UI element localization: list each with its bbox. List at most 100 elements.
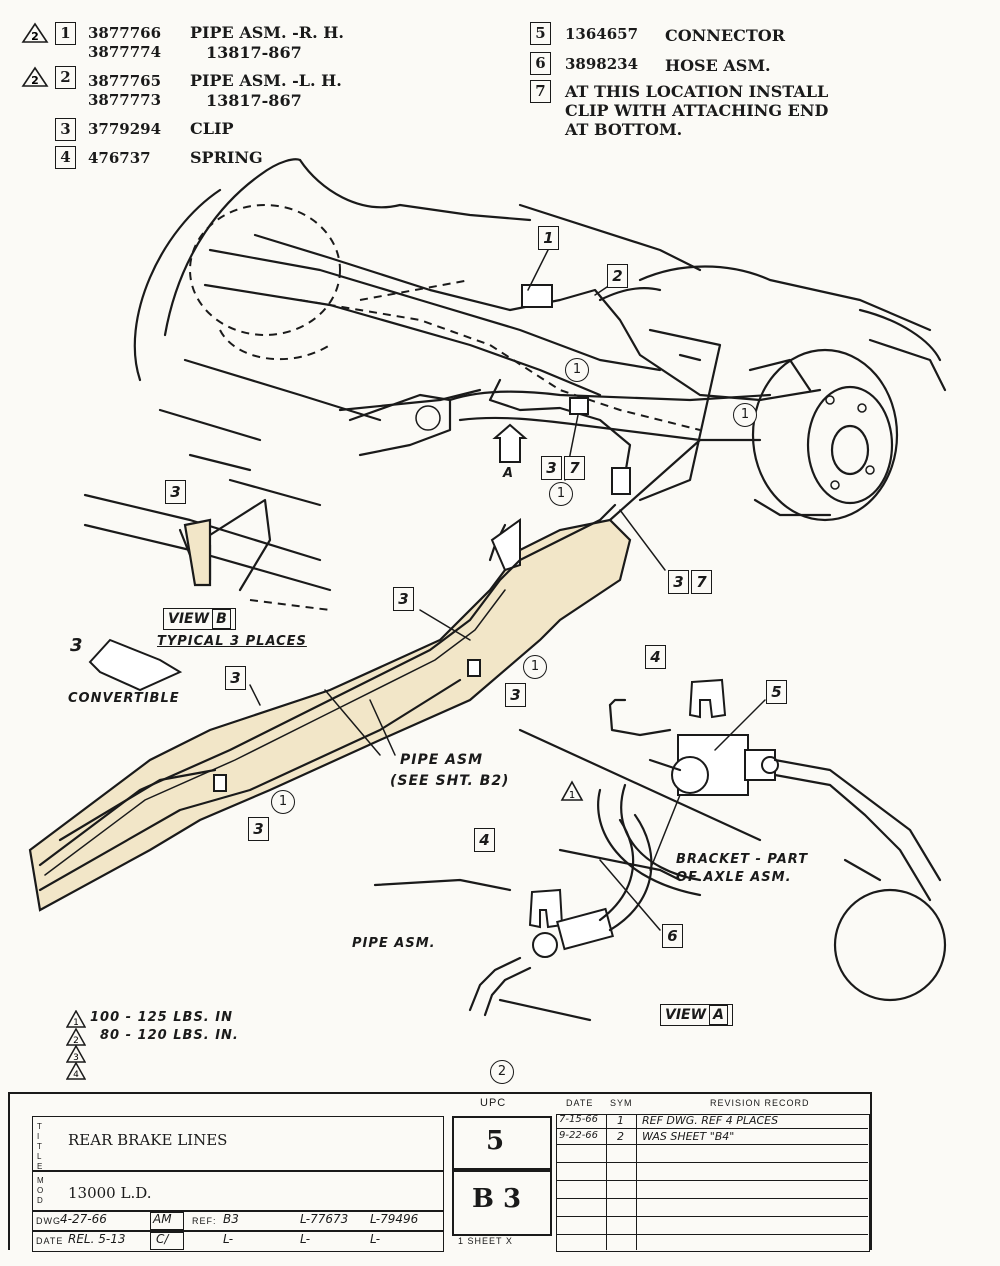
part-desc: HOSE ASM.	[665, 56, 771, 75]
date-value: REL. 5-13	[68, 1232, 126, 1246]
convertible-label: CONVERTIBLE	[68, 691, 180, 706]
circled-ref: 1	[565, 358, 589, 382]
part-desc: 13817-867	[206, 43, 302, 62]
flag-triangle-icon: 1	[66, 1010, 86, 1028]
part-num-4: 4	[55, 146, 76, 169]
wheel-well	[189, 204, 341, 336]
circled-ref: 1	[733, 403, 757, 427]
callout-3: 3	[165, 480, 186, 504]
callout-3-pair: 3	[668, 570, 689, 594]
typical-note: TYPICAL 3 PLACES	[157, 634, 307, 649]
torque-note: 80 - 120 LBS. IN.	[100, 1028, 239, 1043]
l-number: L-77673	[300, 1212, 349, 1226]
flag-triangle-icon: 1	[560, 780, 584, 801]
part-number: 3877766	[88, 24, 162, 42]
pipe-asm-ref: (SEE SHT. B2)	[390, 773, 510, 789]
part-number: 3877765	[88, 72, 162, 90]
dwg-date: 4-27-66	[60, 1212, 107, 1226]
part-number: 3779294	[88, 120, 162, 138]
rear-brake-line-drawing	[28, 158, 947, 1022]
part-desc: CONNECTOR	[665, 26, 785, 45]
part-num-6: 6	[530, 52, 551, 75]
callout-2: 2	[607, 264, 628, 288]
part-number: 1364657	[565, 25, 639, 43]
body-outline	[163, 158, 302, 337]
circled-ref: 1	[523, 655, 547, 679]
l-number: L-	[300, 1232, 311, 1246]
svg-text:3: 3	[73, 1053, 79, 1063]
callout-3-pair: 3	[541, 456, 562, 480]
part-num-7: 7	[530, 80, 551, 103]
flag-triangle-icon: 2	[21, 22, 49, 43]
svg-text:2: 2	[73, 1036, 79, 1046]
rev-record-header: REVISION RECORD	[710, 1098, 810, 1108]
l-number: L-79496	[370, 1212, 419, 1226]
flag-triangle-icon: 3	[66, 1045, 86, 1063]
callout-7-pair: 7	[691, 570, 712, 594]
callout-3: 3	[248, 817, 269, 841]
bracket-label: OF AXLE ASM.	[676, 870, 792, 885]
bracket-label: BRACKET - PART	[676, 852, 809, 867]
torque-note: 100 - 125 LBS. IN	[90, 1010, 233, 1025]
callout-1: 1	[538, 226, 559, 250]
part-desc: PIPE ASM. -R. H.	[190, 23, 344, 42]
view-a-arrow-icon	[492, 423, 528, 463]
ref-value: B3	[223, 1212, 239, 1226]
circled-ref: 1	[271, 790, 295, 814]
sheet-small: 1 SHEET X	[458, 1236, 513, 1246]
brake-pipe-frame	[38, 503, 617, 867]
rev-date: 7-15-66	[559, 1114, 599, 1125]
part-desc: 13817-867	[206, 91, 302, 110]
pipe-asm-label: PIPE ASM.	[352, 936, 436, 951]
part-desc: SPRING	[190, 148, 263, 167]
part-num-5: 5	[530, 22, 551, 45]
callout-4: 4	[645, 645, 666, 669]
svg-text:1: 1	[569, 790, 575, 801]
frame-rail	[28, 518, 632, 912]
ref-label: REF:	[192, 1216, 217, 1226]
callout-6: 6	[662, 924, 683, 948]
model-text: 13000 L.D.	[68, 1184, 152, 1202]
part-desc: PIPE ASM. -L. H.	[190, 71, 342, 90]
brake-pipe-rh	[253, 233, 822, 402]
date-label: DATE	[36, 1236, 64, 1246]
rev-sym: 1	[617, 1114, 624, 1127]
svg-text:2: 2	[31, 30, 39, 43]
flag-triangle-icon: 2	[21, 66, 49, 87]
flag-triangle-icon: 2	[66, 1028, 86, 1046]
brake-drum	[751, 348, 899, 522]
part-number: 3877773	[88, 91, 162, 109]
svg-text:2: 2	[31, 74, 39, 87]
rev-sym-header: SYM	[610, 1098, 633, 1108]
callout-3: 3	[505, 683, 526, 707]
body-outline	[298, 158, 532, 222]
mod-side-label: MOD	[37, 1176, 45, 1205]
upc-label: UPC	[480, 1097, 507, 1109]
callout-3: 3	[393, 587, 414, 611]
title-side-label: TITLE	[37, 1122, 44, 1171]
view-a-arrow-label: A	[503, 466, 515, 481]
date-initials: C/	[156, 1232, 169, 1246]
convertible-clip-icon	[88, 638, 183, 692]
svg-text:1: 1	[73, 1018, 79, 1028]
part-num-2: 2	[55, 66, 76, 89]
callout-3: 3	[225, 666, 246, 690]
circled-ref: 1	[549, 482, 573, 506]
drawing-title: REAR BRAKE LINES	[68, 1131, 228, 1149]
spring-clip-icon	[688, 678, 727, 719]
part-desc: CLIP	[190, 119, 234, 138]
l-number: L-	[223, 1232, 234, 1246]
part-num-1: 1	[55, 22, 76, 45]
rev-sym: 2	[617, 1130, 624, 1143]
callout-7-pair: 7	[564, 456, 585, 480]
l-number: L-	[370, 1232, 381, 1246]
note-7-line: AT BOTTOM.	[565, 120, 683, 139]
callout-5: 5	[766, 680, 787, 704]
pipe-asm-ref: PIPE ASM	[400, 752, 484, 768]
note-7-line: CLIP WITH ATTACHING END	[565, 101, 829, 120]
dwg-label: DWG	[36, 1216, 61, 1226]
rev-text: REF DWG. REF 4 PLACES	[642, 1114, 779, 1127]
part-number: 3877774	[88, 43, 162, 61]
rev-date-header: DATE	[566, 1098, 594, 1108]
upc-value: 5	[486, 1126, 505, 1156]
